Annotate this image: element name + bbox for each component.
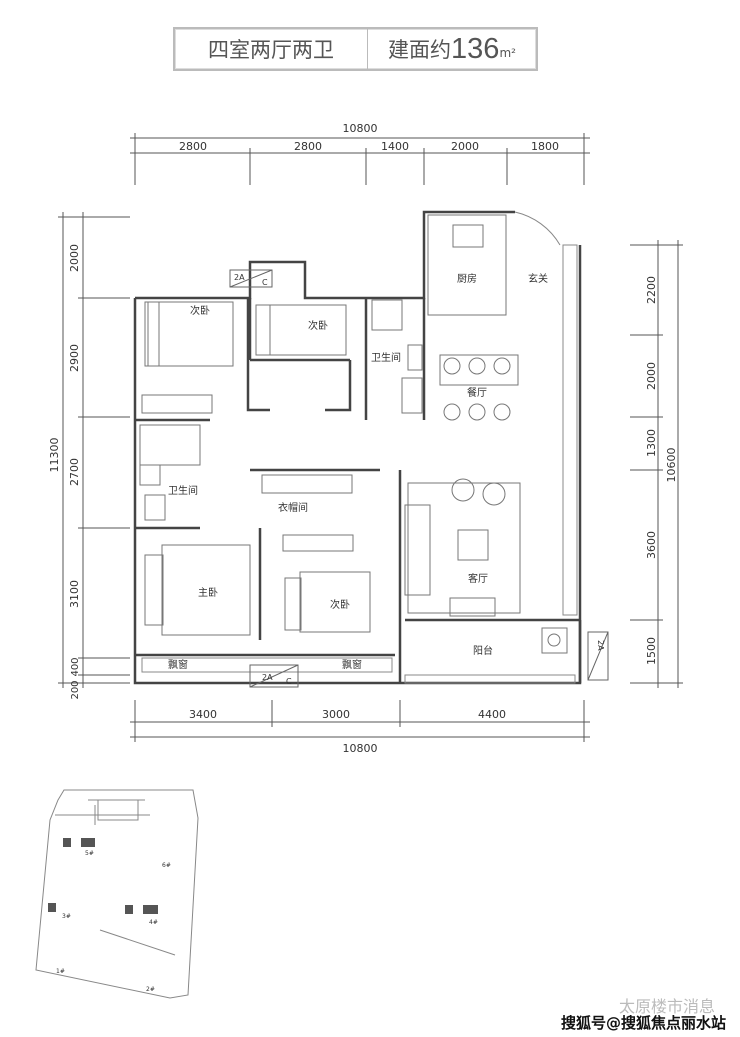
bottom-dimensions: 3400 3000 4400 10800 <box>130 700 590 755</box>
room-label-kitchen: 厨房 <box>457 272 477 285</box>
room-label-bathroom: 卫生间 <box>371 351 401 364</box>
layout-type: 四室两厅两卫 <box>175 29 368 69</box>
room-label-bedroom: 次卧 <box>190 304 210 317</box>
room-label-master-bedroom: 主卧 <box>198 586 218 599</box>
room-label-balcony: 阳台 <box>473 644 493 657</box>
dim-bottom-2: 3000 <box>322 708 350 721</box>
top-dimensions: 10800 2800 2800 1400 2000 1800 <box>130 122 590 185</box>
building-label: 2# <box>146 986 155 993</box>
dim-right-total: 10600 <box>665 448 678 483</box>
room-label-bay-window: 飘窗 <box>168 658 188 671</box>
dim-left-4: 3100 <box>68 580 81 608</box>
shower-b <box>371 299 403 331</box>
dim-bottom-total: 10800 <box>343 742 378 755</box>
building-label: 5# <box>85 850 94 857</box>
wardrobe-a <box>141 394 213 414</box>
right-dimensions: 2200 2000 1300 3600 1500 10600 <box>630 240 683 688</box>
title-box: 四室两厅两卫 建面约 136 m² <box>173 27 538 71</box>
room-label-bay-window: 飘窗 <box>342 658 362 671</box>
walls <box>133 210 582 685</box>
dim-right-2: 2000 <box>645 362 658 390</box>
coffee-table <box>457 529 489 561</box>
dim-left-5: 400 <box>70 657 81 676</box>
sink-b <box>401 377 423 414</box>
dim-left-total: 11300 <box>48 438 61 473</box>
ac-tag-label: 2A <box>596 640 605 651</box>
toilet-a <box>139 464 161 486</box>
kitchen-counter <box>427 214 507 316</box>
watermark-author: 搜狐号@搜狐焦点丽水站 <box>560 1014 726 1032</box>
room-label-bathroom: 卫生间 <box>168 484 198 497</box>
area-unit: m² <box>499 46 516 60</box>
dim-top-3: 1400 <box>381 140 409 153</box>
windows <box>141 244 578 684</box>
room-label-living-room: 客厅 <box>468 572 488 585</box>
washer <box>541 627 568 654</box>
dim-right-4: 3600 <box>645 531 658 559</box>
room-labels: 次卧 次卧 卫生间 厨房 玄关 餐厅 卫生间 衣帽间 主卧 次卧 客厅 阳台 飘… <box>168 272 548 671</box>
room-label-bedroom: 次卧 <box>308 319 328 332</box>
ac-tags: 2A C 2A C 2A <box>229 269 609 688</box>
dim-top-5: 1800 <box>531 140 559 153</box>
room-label-foyer: 玄关 <box>528 272 548 285</box>
dim-top-1: 2800 <box>179 140 207 153</box>
room-label-cloakroom: 衣帽间 <box>278 501 308 514</box>
site-boundary <box>35 789 199 999</box>
dim-right-5: 1500 <box>645 637 658 665</box>
room-label-bedroom: 次卧 <box>330 598 350 611</box>
dim-top-2: 2800 <box>294 140 322 153</box>
toilet-b <box>407 344 423 371</box>
area-value: 136 <box>451 32 500 65</box>
living-area <box>407 482 521 614</box>
entry-door-swing <box>514 211 561 246</box>
dim-left-3: 2700 <box>68 458 81 486</box>
dim-right-1: 2200 <box>645 276 658 304</box>
watermark-source: 太原楼市消息 <box>618 997 715 1016</box>
building-label: 3# <box>62 913 71 920</box>
dim-top-4: 2000 <box>451 140 479 153</box>
building-label: 6# <box>162 862 171 869</box>
shower-a <box>139 424 201 466</box>
dining-table <box>439 354 519 386</box>
ac-tag-label: 2A <box>262 673 273 682</box>
furniture <box>139 214 568 654</box>
bed-c <box>299 571 371 633</box>
ac-tag-label: 2A <box>234 273 245 282</box>
sink-a <box>144 494 166 521</box>
sofa <box>404 504 431 596</box>
wardrobe-b <box>261 474 353 494</box>
building-label: 1# <box>56 968 65 975</box>
dim-bottom-3: 4400 <box>478 708 506 721</box>
dim-left-1: 2000 <box>68 244 81 272</box>
dim-left-2: 2900 <box>68 344 81 372</box>
area-label: 建面约 136 m² <box>368 29 536 69</box>
area-prefix: 建面约 <box>388 38 452 62</box>
dim-right-3: 1300 <box>645 429 658 457</box>
site-plan: 5# 6# 3# 4# 1# 2# <box>35 789 199 999</box>
dim-bottom-1: 3400 <box>189 708 217 721</box>
site-block <box>97 799 139 821</box>
dim-top-total: 10800 <box>343 122 378 135</box>
bed-a <box>147 301 234 367</box>
room-label-dining: 餐厅 <box>467 386 487 399</box>
left-dimensions: 2000 2900 2700 3100 400 200 11300 <box>48 212 130 700</box>
ac-tag-label: C <box>286 677 292 686</box>
building-label: 4# <box>149 919 158 926</box>
master-bed <box>161 544 251 636</box>
ac-tag-label: C <box>262 278 268 287</box>
dim-left-6: 200 <box>70 680 81 699</box>
